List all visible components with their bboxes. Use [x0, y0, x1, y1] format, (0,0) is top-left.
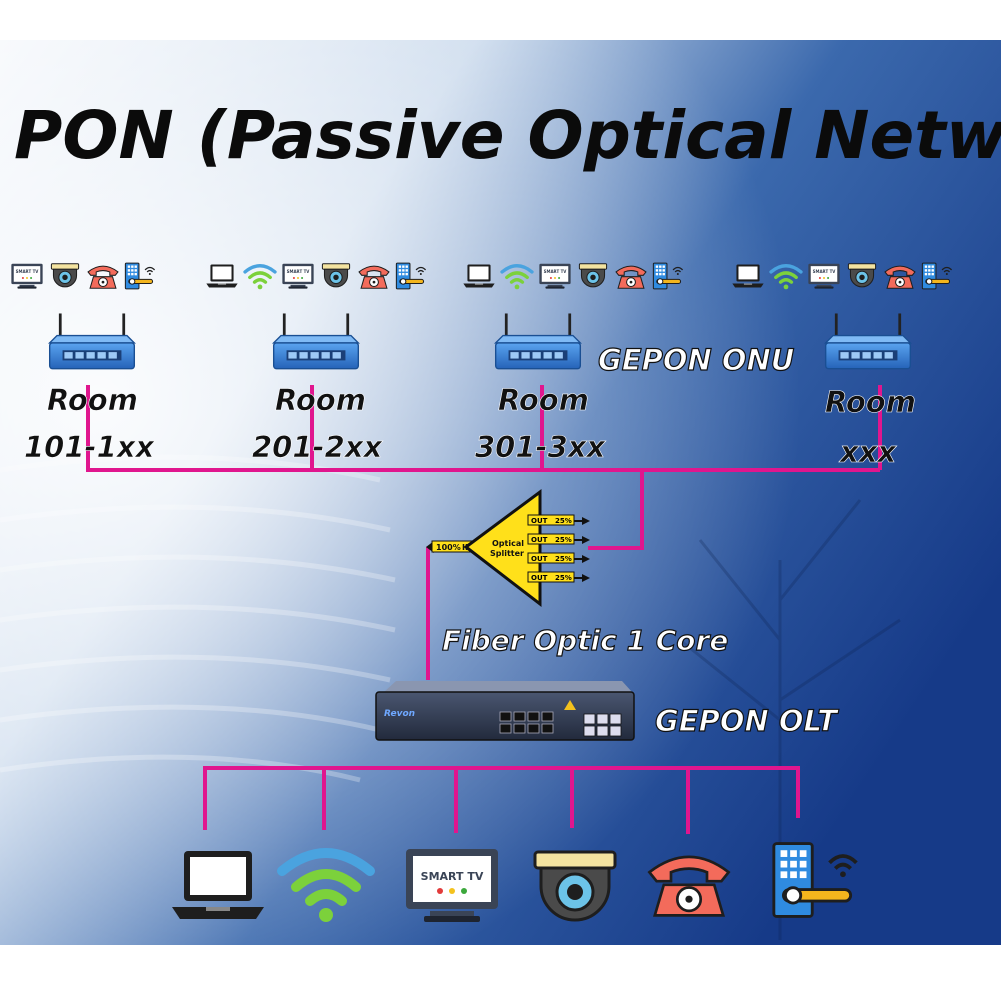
splitter-output-label: OUT	[531, 555, 548, 563]
laptop-icon	[172, 851, 264, 919]
room-4-line1: Room	[825, 385, 916, 419]
splitter-output-percent: 25%	[555, 555, 572, 563]
splitter-output-box	[527, 552, 575, 564]
splitter-output-arrow	[582, 574, 590, 582]
splitter-input-percent: 100%	[436, 543, 461, 552]
room-4-line2: xxx	[838, 435, 897, 469]
onu-bus-line	[86, 385, 880, 472]
fiber-label: Fiber Optic 1 Core	[442, 624, 728, 657]
small-smart-tv-label: SMART TV	[16, 269, 40, 274]
splitter-output-arrow	[582, 555, 590, 563]
room-1-line1: Room	[47, 383, 138, 417]
small-smart-tv-label: SMART TV	[813, 269, 837, 274]
splitter-output-box	[527, 533, 575, 545]
device-bus-line	[203, 766, 800, 830]
small-smart-tv-label: SMART TV	[544, 269, 568, 274]
room-3-line2: 301-3xx	[475, 430, 606, 464]
olt-device: Revon	[375, 681, 635, 741]
splitter-output-arrow	[582, 517, 590, 525]
olt-brand: Revon	[384, 709, 415, 719]
splitter-name-1: Optical	[492, 539, 524, 548]
page-title: PON (Passive Optical Network)	[14, 97, 1001, 174]
splitter-output-link	[588, 470, 644, 550]
small-laptop-icon	[732, 264, 764, 288]
room-2-line2: 201-2xx	[252, 430, 383, 464]
room-2-line1: Room	[275, 383, 366, 417]
smart-tv: SMART TV	[406, 849, 498, 922]
tree-silhouette	[679, 499, 901, 940]
small-laptop-icon	[463, 264, 495, 288]
splitter-output-percent: 25%	[555, 517, 572, 525]
splitter-output-box	[527, 514, 575, 526]
background-glow	[0, 40, 1001, 945]
smart-tv-label: SMART TV	[421, 870, 484, 883]
optical-splitter: 100% IN Optical Splitter OUT25%OUT25%OUT…	[426, 489, 590, 608]
splitter-output-label: OUT	[531, 536, 548, 544]
small-laptop-icon	[206, 264, 238, 288]
splitter-output-box	[527, 571, 575, 583]
room-3-line1: Room	[498, 383, 589, 417]
fiber-links	[86, 385, 882, 834]
room-1-line2: 101-1xx	[24, 430, 155, 464]
splitter-name-2: Splitter	[490, 549, 524, 558]
splitter-output-percent: 25%	[555, 536, 572, 544]
splitter-output-label: OUT	[531, 574, 548, 582]
splitter-output-label: OUT	[531, 517, 548, 525]
onu-label: GEPON ONU	[598, 343, 794, 377]
small-smart-tv-label: SMART TV	[287, 269, 311, 274]
splitter-output-percent: 25%	[555, 574, 572, 582]
room-device-rows: SMART TV SMART TV SMART TV SMART TV	[11, 262, 953, 290]
building-silhouette	[0, 454, 396, 783]
splitter-output-arrow	[582, 536, 590, 544]
olt-label: GEPON OLT	[655, 704, 839, 738]
